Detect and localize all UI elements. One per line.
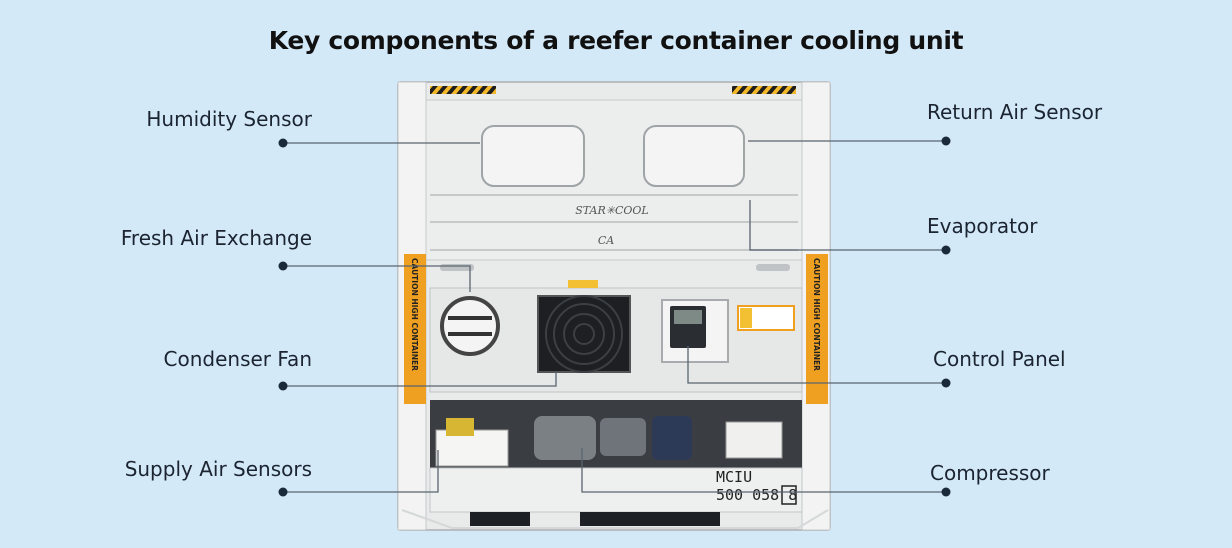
leader-control-panel <box>687 346 946 384</box>
dot-compressor <box>941 487 951 497</box>
label-control-panel: Control Panel <box>933 347 1066 371</box>
dot-supply-air-sensors <box>278 487 288 497</box>
label-dots <box>278 136 951 497</box>
label-fresh-air-exchange: Fresh Air Exchange <box>120 226 312 250</box>
leader-evaporator <box>749 200 946 251</box>
brand-marking: STAR✳COOL <box>575 204 648 217</box>
leader-condenser-fan <box>283 372 557 387</box>
dot-control-panel <box>941 378 951 388</box>
hazard-stripe-right <box>732 86 796 94</box>
container-id-line1: MCIU <box>716 468 752 486</box>
dot-condenser-fan <box>278 381 288 391</box>
dot-humidity-sensor <box>278 138 288 148</box>
dot-fresh-air-exchange <box>278 261 288 271</box>
label-humidity-sensor: Humidity Sensor <box>146 107 312 131</box>
container-id-line2: 500 058 8 <box>716 486 797 504</box>
compressor-block <box>534 416 596 460</box>
label-supply-air-sensors: Supply Air Sensors <box>124 457 312 481</box>
label-evaporator: Evaporator <box>927 214 1038 238</box>
diagram-title: Key components of a reefer container coo… <box>268 26 964 55</box>
caution-strip-left <box>404 254 426 404</box>
caution-text-right: CAUTION HIGH CONTAINER <box>812 258 821 371</box>
fresh-air-disc <box>440 296 500 356</box>
caution-strip-right <box>806 254 828 404</box>
label-condenser-fan: Condenser Fan <box>163 347 312 371</box>
condenser-fan-grille <box>537 295 631 373</box>
fan-grille-rings <box>545 295 623 373</box>
access-hatch-left <box>481 125 585 187</box>
model-marking: CA <box>598 234 614 247</box>
leader-supply-air-sensors <box>283 450 439 493</box>
dot-return-air-sensor <box>941 136 951 146</box>
dot-evaporator <box>941 245 951 255</box>
hazard-stripe-left <box>430 86 496 94</box>
access-hatch-right <box>643 125 745 187</box>
label-return-air-sensor: Return Air Sensor <box>927 100 1103 124</box>
warning-sticker-top <box>568 280 598 288</box>
label-compressor: Compressor <box>930 461 1050 485</box>
leader-fresh-air-exchange <box>283 265 471 292</box>
caution-text-left: CAUTION HIGH CONTAINER <box>410 258 419 371</box>
leader-lines <box>283 140 946 493</box>
reefer-unit-illustration: STAR✳COOL CA CAUTION HIGH CONTAINER CAUT… <box>397 81 831 531</box>
leader-compressor <box>581 448 946 493</box>
